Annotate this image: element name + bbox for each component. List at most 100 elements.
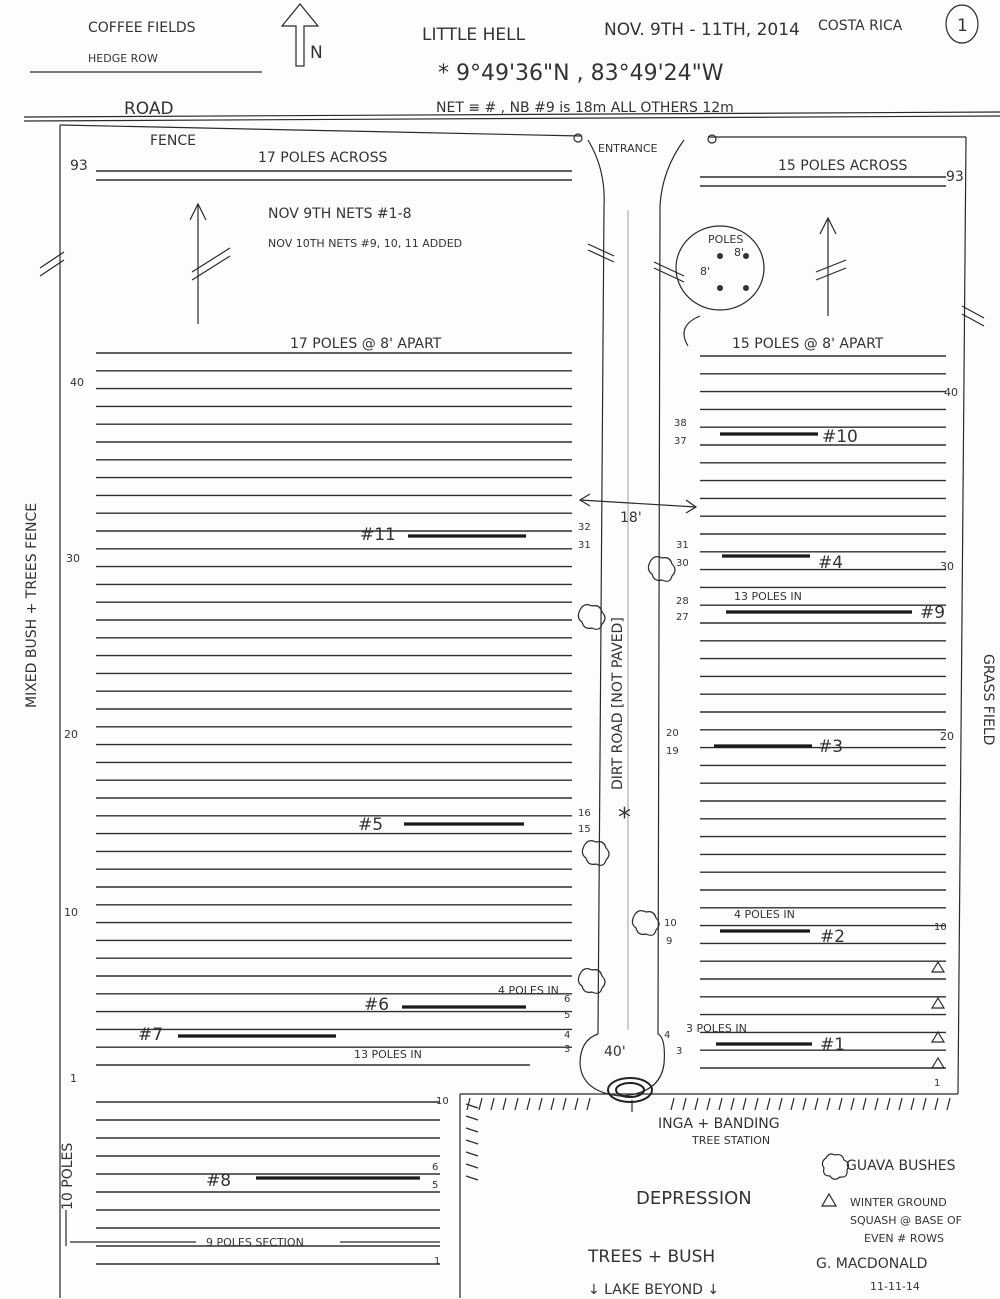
inga-label-2: TREE STATION [691, 1134, 770, 1147]
poles-apart-right: 15 POLES @ 8' APART [732, 336, 884, 352]
gap-40-label: 40' [604, 1044, 626, 1060]
net-9-note: 13 POLES IN [734, 590, 802, 603]
tick-mark [490, 1097, 495, 1111]
tick-mark [706, 1097, 711, 1111]
signature-date: 11-11-14 [870, 1280, 920, 1293]
tick-mark [754, 1097, 759, 1111]
survey-dates: NOV. 9TH - 11TH, 2014 [604, 20, 800, 40]
squash-triangle-icon [930, 1030, 946, 1043]
legend-squash-3: EVEN # ROWS [864, 1232, 944, 1245]
row-num: 30 [676, 558, 689, 569]
tick-mark [946, 1097, 951, 1111]
row-num: 20 [940, 730, 954, 743]
row-num: 28 [676, 596, 689, 607]
row-num: 1 [70, 1072, 77, 1085]
row-num: 15 [578, 824, 591, 835]
coffee-fields-label: COFFEE FIELDS [88, 20, 196, 36]
squash-legend-icon [820, 1192, 838, 1207]
net-4-label: #4 [818, 553, 843, 573]
tick-mark [465, 1127, 479, 1133]
nov10-note: NOV 10TH NETS #9, 10, 11 ADDED [268, 237, 462, 250]
row-num: 10 [934, 922, 947, 933]
up-arrow-icon [189, 202, 207, 324]
tick-mark [465, 1151, 479, 1157]
row-num: 10 [64, 906, 78, 919]
tick-mark [550, 1097, 555, 1111]
row-num: 9 [666, 936, 672, 947]
rows-lower-block [96, 1101, 440, 1265]
row-num: 19 [666, 746, 679, 757]
inga-label: INGA + BANDING [658, 1116, 780, 1132]
row-num: 1 [434, 1256, 440, 1267]
squash-markers [930, 960, 946, 1069]
row-num: 16 [578, 808, 591, 819]
row-num: 31 [676, 540, 689, 551]
country-label: COSTA RICA [818, 18, 903, 34]
tick-mark [682, 1097, 687, 1111]
squash-triangle-icon [930, 960, 946, 973]
inga-tree-icon [607, 1077, 653, 1112]
tick-mark [874, 1097, 879, 1111]
west-side-label: MIXED BUSH + TREES FENCE [24, 503, 40, 708]
road-edge-2 [23, 115, 1000, 122]
guava-bush-icon [577, 968, 606, 994]
net-7-label: #7 [138, 1025, 163, 1045]
rows-right-block [700, 355, 946, 1069]
guava-bush-icon [581, 840, 610, 866]
inset-spacing-h: 8' [734, 246, 744, 259]
tick-mark [814, 1097, 819, 1111]
legend-squash-2: SQUASH @ BASE OF [850, 1214, 962, 1227]
net-1-note: 3 POLES IN [686, 1022, 747, 1035]
tick-mark [802, 1097, 807, 1111]
row93-right-num: 93 [946, 169, 964, 185]
guava-bush-icon [631, 910, 660, 936]
tick-mark [465, 1139, 479, 1145]
tick-mark [670, 1097, 675, 1111]
gap-arrow [578, 493, 698, 514]
page-number-circle [945, 4, 979, 44]
net-1-label: #1 [820, 1035, 845, 1055]
row-num: 37 [674, 436, 687, 447]
gate-post-right [707, 134, 717, 144]
row-num: 5 [432, 1180, 438, 1191]
tick-mark [526, 1097, 531, 1111]
row-num: 30 [66, 552, 80, 565]
row-num: 40 [70, 376, 84, 389]
tick-mark [465, 1175, 479, 1181]
row-num: 1 [934, 1078, 940, 1089]
net-9-label: #9 [920, 603, 945, 623]
poles-across-right: 15 POLES ACROSS [778, 158, 907, 174]
net-6-label: #6 [364, 995, 389, 1015]
tick-mark [862, 1097, 867, 1111]
page-number: 1 [957, 16, 968, 36]
row-num: 32 [578, 522, 591, 533]
inset-spacing-v: 8' [700, 265, 710, 278]
rows-left-block [96, 352, 572, 1066]
dirt-road-label: DIRT ROAD [NOT PAVED] [610, 617, 626, 790]
north-arrow-icon [280, 3, 320, 67]
tick-mark [850, 1097, 855, 1111]
tick-mark [790, 1097, 795, 1111]
row-num: 6 [564, 994, 570, 1005]
row-num: 10 [436, 1096, 449, 1107]
road-edge-1 [23, 111, 1000, 118]
row-num: 3 [564, 1044, 570, 1055]
depression-edge [465, 1097, 951, 1181]
tick-mark [465, 1115, 479, 1121]
tick-mark [562, 1097, 567, 1111]
tick-mark [838, 1097, 843, 1111]
field-boundary [59, 124, 967, 1298]
row-num: 20 [64, 728, 78, 741]
tick-mark [466, 1097, 471, 1111]
site-name: LITTLE HELL [422, 25, 526, 45]
tick-mark [478, 1097, 483, 1111]
tick-mark [886, 1097, 891, 1111]
tick-mark [465, 1163, 479, 1169]
tick-mark [742, 1097, 747, 1111]
net-5-label: #5 [358, 815, 383, 835]
row-num: 3 [676, 1046, 682, 1057]
north-label: N [310, 43, 323, 63]
net-8-label: #8 [206, 1171, 231, 1191]
row-num: 40 [944, 386, 958, 399]
up-arrow-icon [819, 216, 837, 316]
